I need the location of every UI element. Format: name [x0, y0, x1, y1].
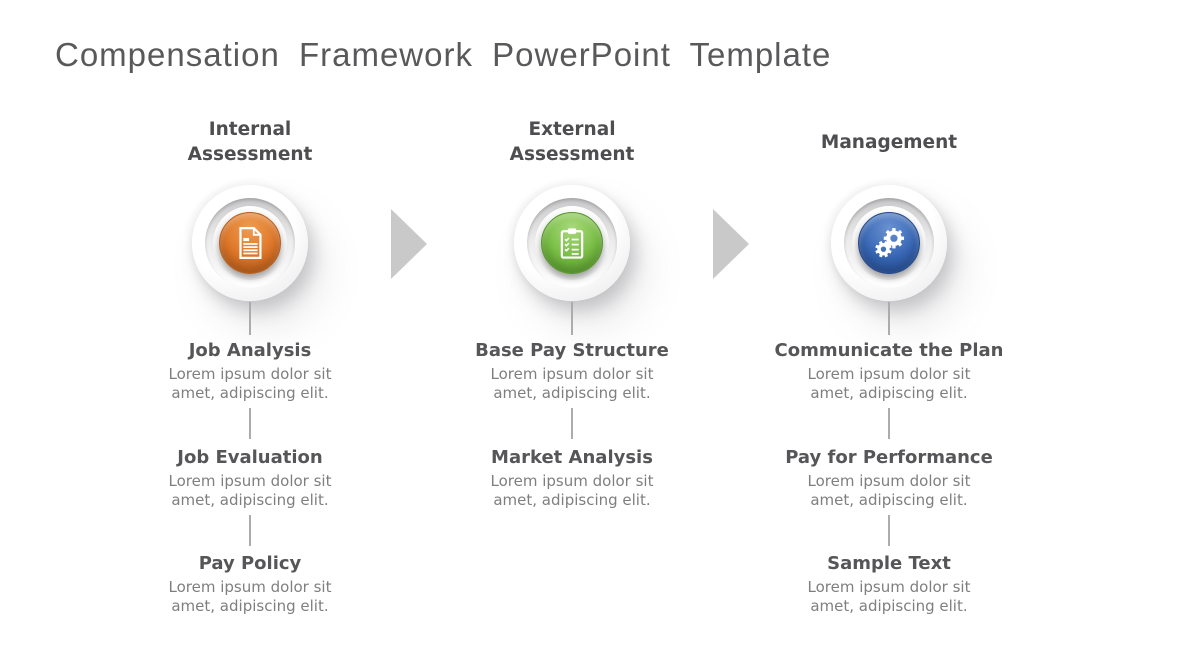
item-body: Lorem ipsum dolor sit amet, adipiscing e… [490, 365, 654, 402]
item-heading: Job Analysis [188, 340, 312, 361]
list-item: Base Pay Structure Lorem ipsum dolor sit… [422, 340, 722, 402]
column-header-label: Internal Assessment [187, 119, 313, 165]
item-body: Lorem ipsum dolor sit amet, adipiscing e… [168, 578, 332, 615]
arrow-right-icon [391, 209, 427, 279]
item-heading: Communicate the Plan [774, 340, 1004, 361]
item-heading: Base Pay Structure [475, 340, 669, 361]
list-item: Job Evaluation Lorem ipsum dolor sit ame… [100, 447, 400, 509]
column-header: Management [739, 111, 1039, 173]
column-header: Internal Assessment [100, 111, 400, 173]
column-internal-assessment: Internal Assessment Job Analysis [100, 0, 400, 664]
connector-line [571, 408, 573, 439]
item-body: Lorem ipsum dolor sit amet, adipiscing e… [807, 578, 971, 615]
connector-line [888, 515, 890, 546]
item-heading: Pay Policy [198, 553, 302, 574]
item-body: Lorem ipsum dolor sit amet, adipiscing e… [807, 365, 971, 402]
list-item: Sample Text Lorem ipsum dolor sit amet, … [739, 553, 1039, 615]
item-body: Lorem ipsum dolor sit amet, adipiscing e… [168, 472, 332, 509]
circle-badge [192, 185, 308, 301]
item-body: Lorem ipsum dolor sit amet, adipiscing e… [168, 365, 332, 402]
item-heading: Pay for Performance [785, 447, 993, 468]
list-item: Market Analysis Lorem ipsum dolor sit am… [422, 447, 722, 509]
gears-icon [858, 212, 920, 274]
list-item: Pay for Performance Lorem ipsum dolor si… [739, 447, 1039, 509]
column-management: Management [739, 0, 1039, 664]
clipboard-icon [541, 212, 603, 274]
item-heading: Job Evaluation [177, 447, 323, 468]
circle-badge [514, 185, 630, 301]
item-body: Lorem ipsum dolor sit amet, adipiscing e… [490, 472, 654, 509]
column-header-label: External Assessment [509, 119, 635, 165]
arrow-right-icon [713, 209, 749, 279]
connector-line [888, 302, 890, 335]
connector-line [249, 302, 251, 335]
document-icon [219, 212, 281, 274]
connector-line [249, 408, 251, 439]
column-header: External Assessment [422, 111, 722, 173]
column-external-assessment: External Assessment [422, 0, 722, 664]
slide-title: Compensation Framework PowerPoint Templa… [55, 36, 832, 73]
connector-line [249, 515, 251, 546]
circle-badge [831, 185, 947, 301]
connector-line [888, 408, 890, 439]
list-item: Pay Policy Lorem ipsum dolor sit amet, a… [100, 553, 400, 615]
list-item: Job Analysis Lorem ipsum dolor sit amet,… [100, 340, 400, 402]
item-heading: Market Analysis [491, 447, 653, 468]
connector-line [571, 302, 573, 335]
column-header-label: Management [820, 131, 958, 153]
item-heading: Sample Text [827, 553, 951, 574]
list-item: Communicate the Plan Lorem ipsum dolor s… [739, 340, 1039, 402]
item-body: Lorem ipsum dolor sit amet, adipiscing e… [807, 472, 971, 509]
